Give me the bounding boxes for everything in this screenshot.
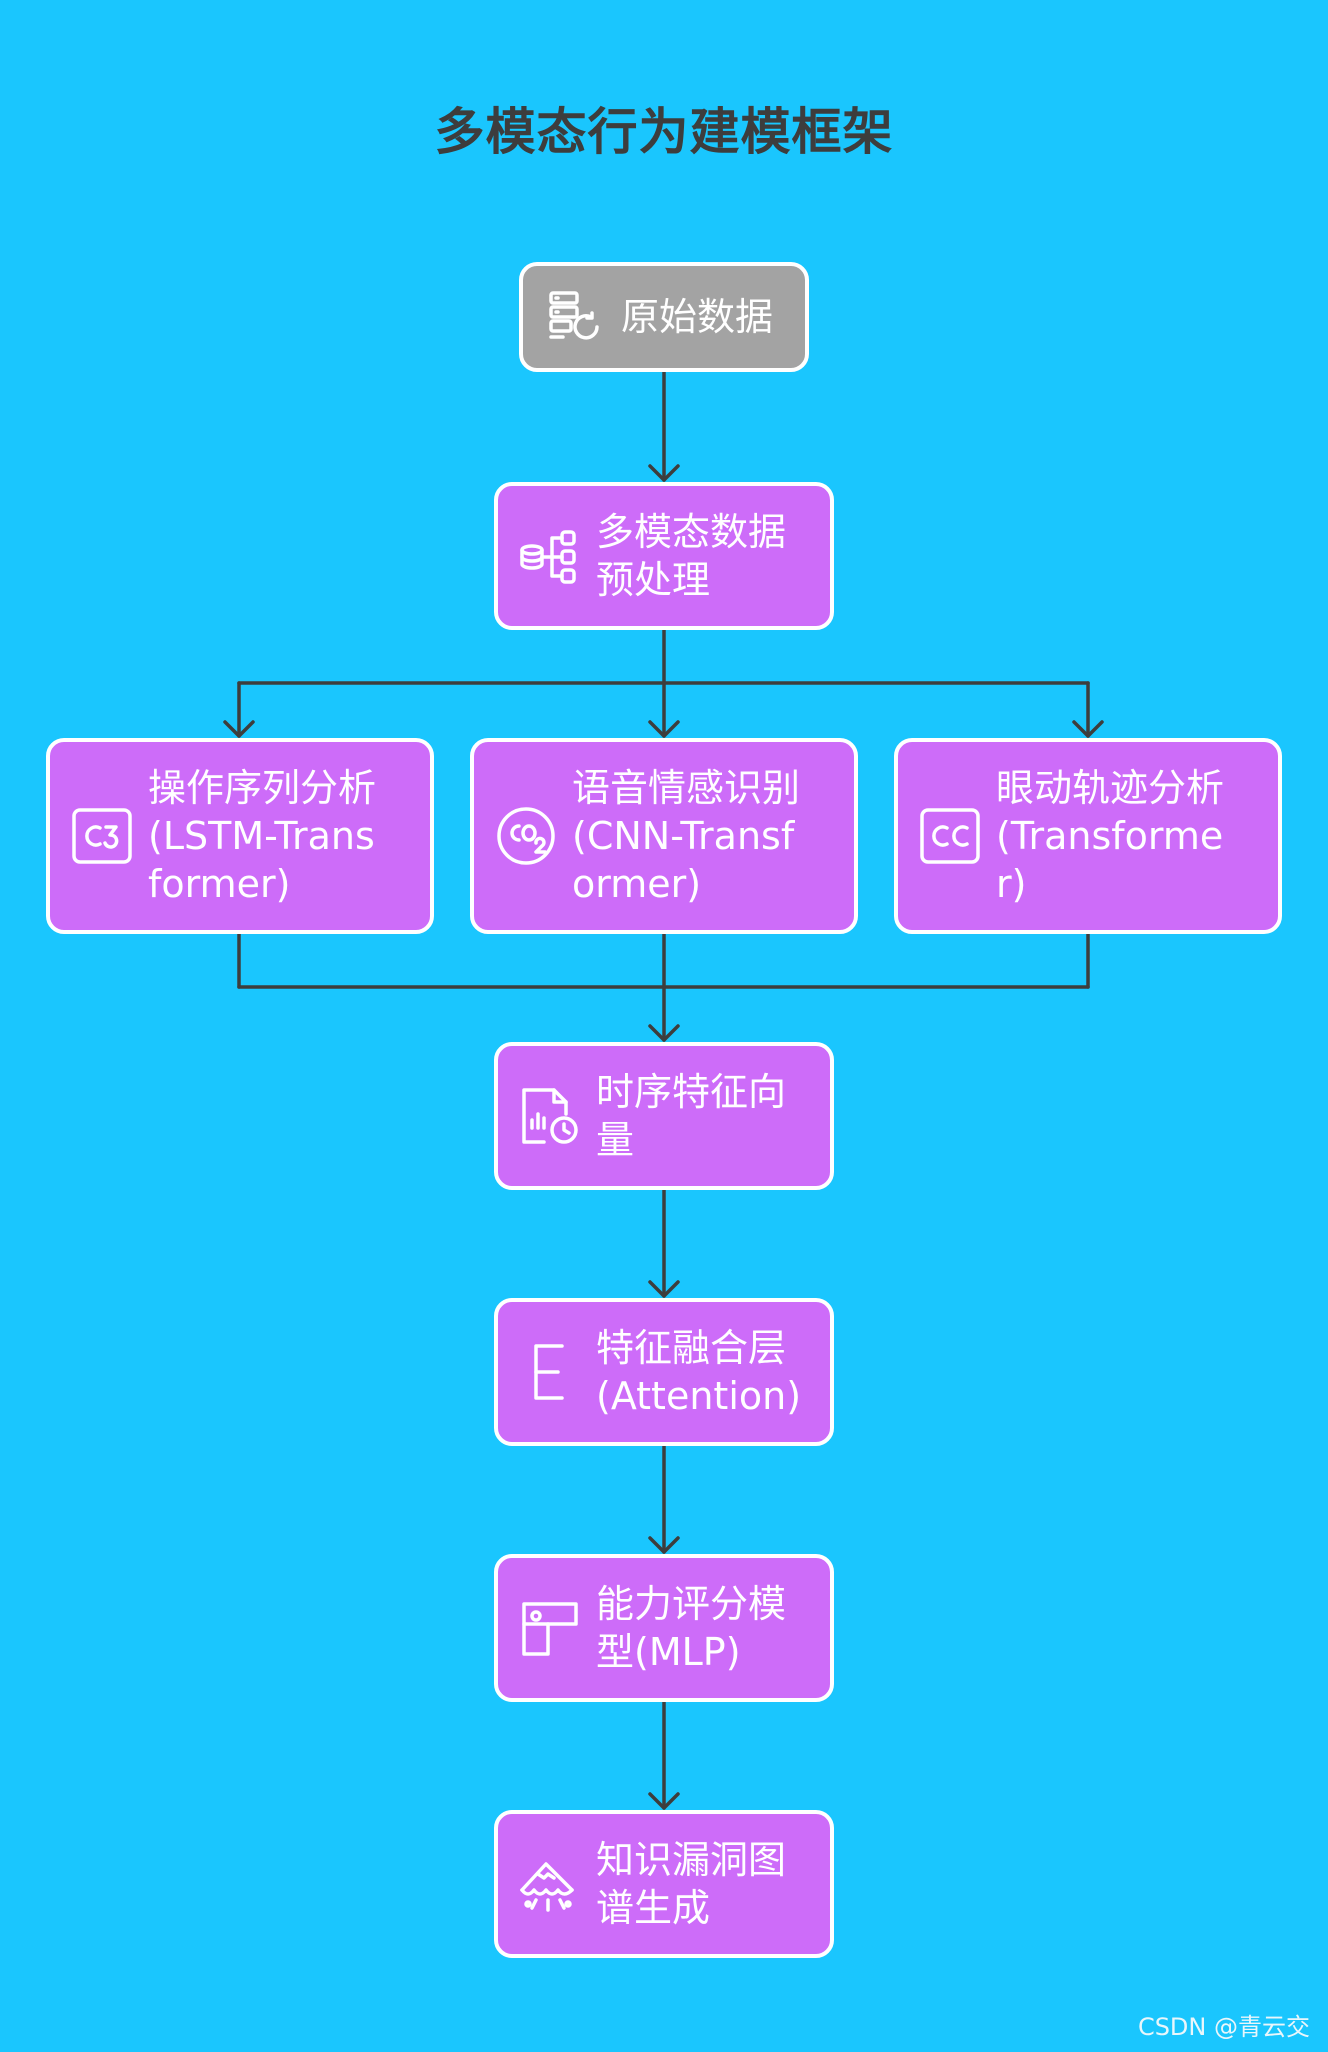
arrowhead-speech [648,720,680,738]
database-tree-icon [518,524,582,588]
node-temporal-vector-label: 时序特征向量 [596,1070,787,1162]
node-operation-analysis-label: 操作序列分析(LSTM-Transformer) [148,766,377,906]
arrowhead-graph [648,1792,680,1810]
arrowhead-operation [223,720,255,738]
pipe-corner-icon [518,1596,582,1660]
node-raw-data-label: 原始数据 [621,295,774,339]
server-sync-icon [543,285,607,349]
arrowhead-scoring [648,1536,680,1554]
watermark: CSDN @青云交 [1137,2013,1310,2041]
node-preprocess-label: 多模态数据预处理 [596,510,787,602]
node-feature-fusion-label: 特征融合层(Attention) [596,1326,802,1418]
node-speech-emotion-label: 语音情感识别(CNN-Transformer) [572,766,801,906]
node-operation-analysis[interactable]: 操作序列分析(LSTM-Transformer) [46,738,434,934]
arrowhead-temporal [648,1024,680,1042]
node-scoring-model[interactable]: 能力评分模型(MLP) [494,1554,834,1702]
mountain-cloud-icon [518,1852,582,1916]
node-speech-emotion[interactable]: 语音情感识别(CNN-Transformer) [470,738,858,934]
node-eye-tracking-label: 眼动轨迹分析(Transformer) [996,766,1225,906]
node-knowledge-graph[interactable]: 知识漏洞图谱生成 [494,1810,834,1958]
node-preprocess[interactable]: 多模态数据预处理 [494,482,834,630]
node-temporal-vector[interactable]: 时序特征向量 [494,1042,834,1190]
node-eye-tracking[interactable]: 眼动轨迹分析(Transformer) [894,738,1282,934]
c3-box-icon [70,804,134,868]
node-raw-data[interactable]: 原始数据 [519,262,809,372]
letter-e-icon [518,1340,582,1404]
co2-circle-icon [494,804,558,868]
node-feature-fusion[interactable]: 特征融合层(Attention) [494,1298,834,1446]
report-clock-icon [518,1084,582,1148]
arrowhead-preprocess [648,464,680,482]
node-scoring-model-label: 能力评分模型(MLP) [596,1582,787,1674]
arrowhead-fusion [648,1280,680,1298]
cc-box-icon [918,804,982,868]
diagram-title: 多模态行为建模框架 [434,103,894,161]
arrowhead-eye [1072,720,1104,738]
node-knowledge-graph-label: 知识漏洞图谱生成 [596,1838,787,1930]
